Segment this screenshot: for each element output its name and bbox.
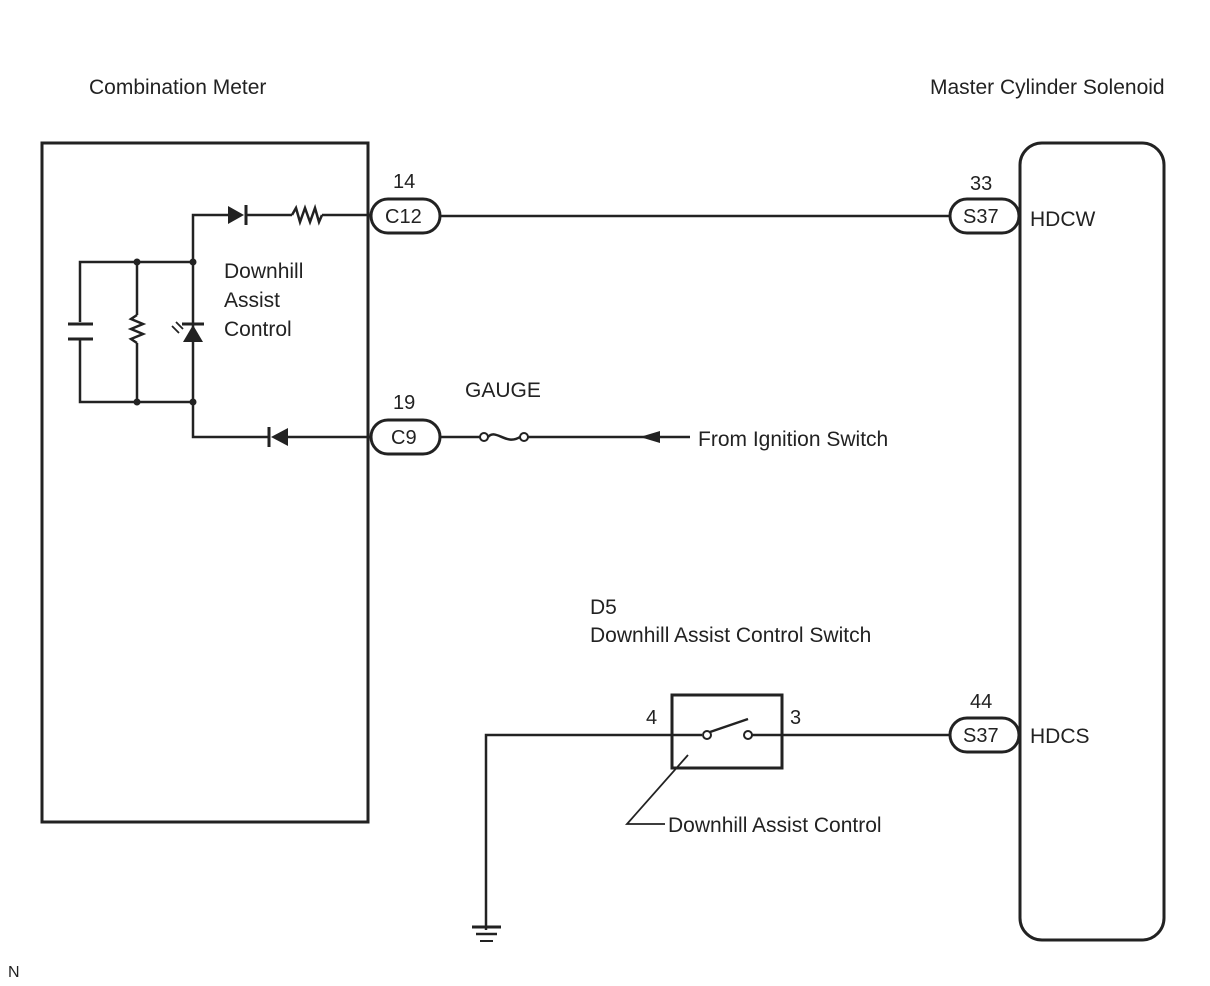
switch-code: D5 [590, 596, 617, 619]
combination-meter-box [40, 141, 370, 824]
switch-pin-3: 3 [790, 707, 801, 729]
connector-c12-pin: 14 [393, 171, 415, 193]
resistor-icon [127, 313, 147, 345]
connector-c9-code: C9 [391, 427, 417, 449]
diode-icon [271, 428, 288, 446]
connector-c9-pin: 19 [393, 392, 415, 414]
meter-label-line2: Assist [224, 289, 280, 312]
terminal-hdcw: HDCW [1030, 208, 1095, 231]
terminal-hdcs: HDCS [1030, 725, 1090, 748]
connector-s37-44-pin: 44 [970, 691, 992, 713]
switch-callout: Downhill Assist Control [668, 814, 882, 837]
arrow-icon [640, 431, 660, 443]
connector-s37-33-pin: 33 [970, 173, 992, 195]
connector-s37-44 [948, 716, 1021, 754]
connector-c12-code: C12 [385, 206, 422, 228]
fuse-label: GAUGE [465, 379, 541, 402]
master-cylinder-solenoid-title: Master Cylinder Solenoid [930, 76, 1165, 99]
fuse-icon [479, 432, 529, 442]
switch-box [670, 693, 784, 770]
master-cylinder-solenoid-box [1018, 141, 1166, 942]
connector-s37-33 [948, 197, 1021, 235]
led-icon [183, 325, 203, 342]
meter-internal-circuit [68, 203, 372, 447]
switch-contact-icon [484, 717, 950, 930]
ground-icon [472, 925, 501, 942]
switch-pin-4: 4 [646, 707, 657, 729]
connector-s37-44-code: S37 [963, 725, 999, 747]
source-label: From Ignition Switch [698, 428, 888, 451]
meter-label-line1: Downhill [224, 260, 303, 283]
diode-icon [228, 206, 244, 224]
switch-name: Downhill Assist Control Switch [590, 624, 871, 647]
footer-mark: N [8, 964, 20, 981]
callout-leader [625, 754, 689, 825]
resistor-icon [290, 203, 324, 227]
meter-label-line3: Control [224, 318, 292, 341]
connector-s37-33-code: S37 [963, 206, 999, 228]
combination-meter-title: Combination Meter [89, 76, 266, 99]
